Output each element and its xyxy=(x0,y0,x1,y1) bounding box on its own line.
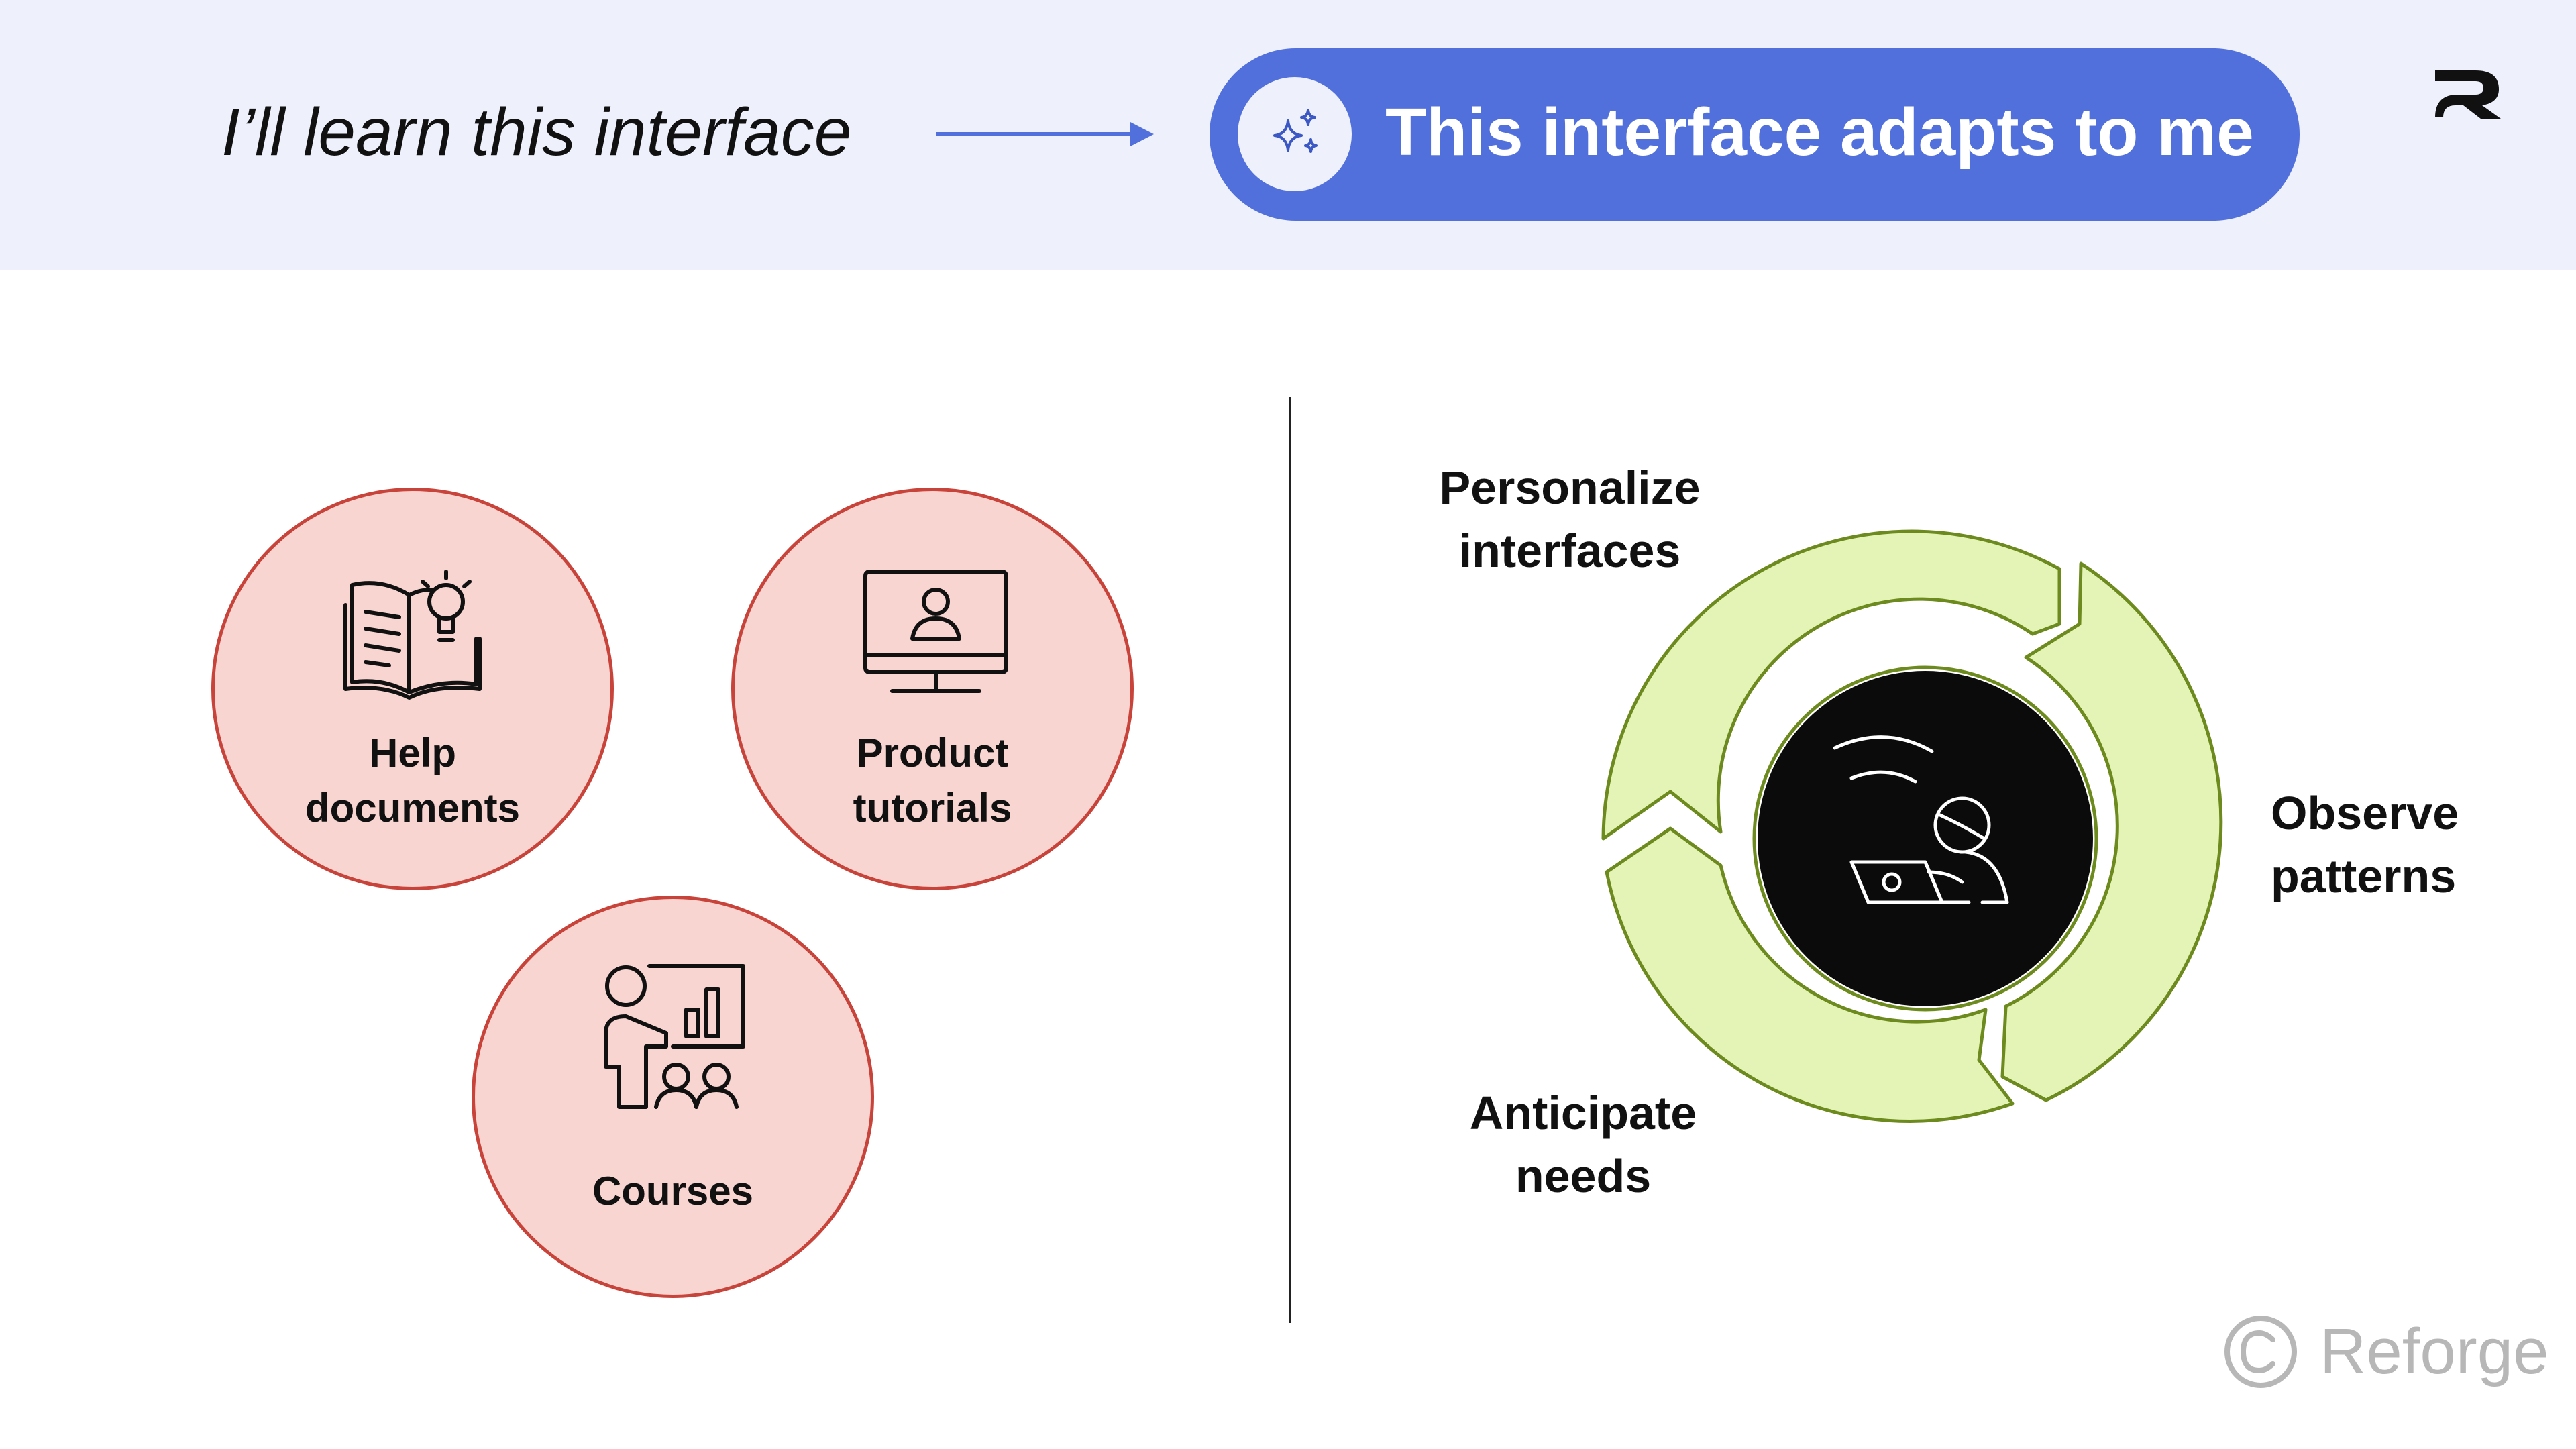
brand-wordmark: Reforge xyxy=(2320,1316,2549,1387)
courses-circle: Courses xyxy=(472,896,874,1298)
arrow-right-icon xyxy=(936,122,1154,146)
after-statement-pill: This interface adapts to me xyxy=(1210,48,2300,221)
book-lightbulb-icon xyxy=(343,570,482,700)
person-laptop-wifi-icon xyxy=(1833,735,2009,904)
product-tutorials-circle: Product tutorials xyxy=(731,488,1134,890)
after-statement-text: This interface adapts to me xyxy=(1385,95,2254,170)
reforge-copyright-icon xyxy=(2224,1316,2297,1388)
step-anticipate-label: Anticipate needs xyxy=(1469,1087,1697,1202)
help-documents-circle: Help documents xyxy=(211,488,614,890)
cycle-segment-anticipate xyxy=(1605,826,2015,1123)
presenter-chart-icon xyxy=(604,964,745,1109)
section-divider xyxy=(1289,397,1291,1323)
product-tutorials-label: Product tutorials xyxy=(853,731,1012,830)
header-banner: I’ll learn this interface This interface… xyxy=(0,0,2576,270)
step-personalize-label: Personalize interfaces xyxy=(1439,462,1701,577)
cycle-segment-personalize xyxy=(1601,529,2061,841)
help-documents-label: Help documents xyxy=(305,731,521,830)
step-observe-label: Observe patterns xyxy=(2271,787,2459,902)
sparkles-icon xyxy=(1238,77,1352,191)
cycle-segment-observe xyxy=(2000,561,2223,1102)
monitor-person-icon xyxy=(863,570,1008,693)
before-statement: I’ll learn this interface xyxy=(221,95,852,170)
courses-label: Courses xyxy=(592,1169,754,1214)
adaptive-cycle-diagram xyxy=(1601,529,2223,1123)
reforge-mark-icon xyxy=(2435,70,2501,119)
